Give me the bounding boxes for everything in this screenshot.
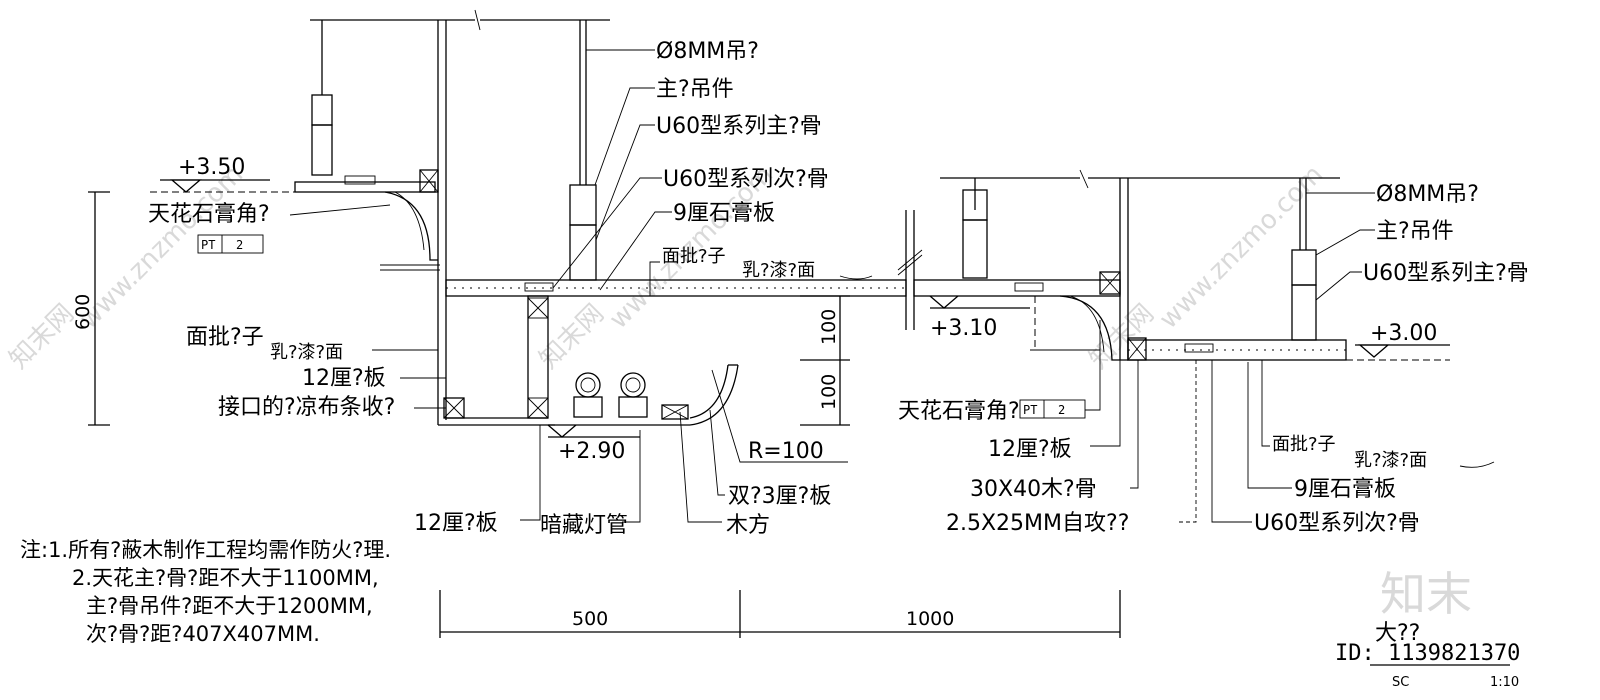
right-upper-board	[913, 279, 1121, 297]
center-main-keel	[569, 224, 597, 281]
right-pt-num: 2	[1058, 403, 1065, 417]
trough-curve-inner	[689, 364, 729, 419]
left-hanger-clip	[311, 94, 333, 126]
watermark-brand: 知末	[1380, 567, 1472, 621]
title-code: SC	[1392, 675, 1409, 690]
left-wood-block	[419, 169, 439, 193]
left-pt-num: 2	[236, 238, 243, 252]
right-finish-label-1: 面批?子	[1272, 434, 1336, 455]
center-finish-label-1: 面批?子	[662, 246, 726, 267]
right-cornice-label: 天花石膏角?	[898, 399, 1020, 424]
right-cornice	[1059, 295, 1128, 361]
right-hanger-clip-2	[1291, 249, 1317, 286]
trough-wood-block	[661, 404, 689, 420]
right-main-keel-label: U60型系列主?骨	[1363, 261, 1529, 286]
dim-600-text: 600	[72, 294, 94, 330]
left-ceiling-board	[294, 181, 436, 193]
center-rod-label: Ø8MM吊?	[656, 39, 759, 64]
right-sub-keel-label: U60型系列次?骨	[1254, 511, 1420, 536]
center-level-mark-low: +2.90	[558, 439, 625, 464]
center-wood-label: 木方	[726, 513, 770, 538]
left-finish-label-1: 面批?子	[186, 325, 264, 350]
left-cornice	[384, 191, 438, 261]
right-board-label: 12厘?板	[988, 437, 1072, 462]
center-hanger-clip	[569, 184, 597, 226]
bottom-dim-left: 500	[572, 608, 608, 630]
right-level-triangle	[1358, 344, 1390, 358]
dim-100-lower: 100	[818, 374, 840, 410]
note-line-1: 注:1.所有?蔽木制作工程均需作防火?理.	[20, 538, 391, 562]
light-fixture-1	[573, 372, 603, 418]
right-detail: +3.10 +3.00 Ø8MM吊? 主?吊件 U60型系列主?骨 天花石膏角?…	[898, 169, 1529, 536]
note-line-2: 2.天花主?骨?距不大于1100MM,	[72, 566, 379, 590]
watermark-site-text-3: www.znzmo.com	[1154, 160, 1329, 335]
left-joint-label: 接口的?凉布条收?	[218, 395, 395, 420]
note-line-3: 主?骨吊件?距不大于1200MM,	[86, 594, 373, 618]
right-level-mark: +3.00	[1370, 321, 1437, 346]
bottom-dimensions: 500 1000	[439, 590, 1121, 638]
right-pt-tag	[1019, 399, 1086, 419]
center-light-label: 暗藏灯管	[540, 513, 628, 538]
right-pt-code: PT	[1023, 403, 1037, 417]
center-hanger-label: 主?吊件	[656, 77, 734, 102]
center-sub-keel-label: U60型系列次?骨	[663, 167, 829, 192]
right-sub-keel-1	[1014, 282, 1044, 292]
center-radius-label: R=100	[748, 439, 824, 464]
right-main-keel-2	[1291, 284, 1317, 341]
title-block: 知末 大?? ID: 1139821370 SC 1:10	[1335, 567, 1520, 690]
left-level-mark: +3.50	[178, 155, 245, 180]
center-detail: +2.90 100 100 Ø8MM吊? 主?吊件 U60型系列主?骨 U60型…	[414, 20, 923, 538]
note-line-4: 次?骨?距?407X407MM.	[86, 622, 320, 646]
left-board-label: 12厘?板	[302, 366, 386, 391]
watermark-id: ID: 1139821370	[1335, 641, 1520, 666]
center-sub-keel-1	[524, 282, 554, 292]
center-level-triangle	[547, 424, 577, 438]
light-fixture-2	[618, 372, 648, 418]
watermark-site-text-1: www.znzmo.com	[74, 160, 249, 335]
left-detail: +3.50 天花石膏角? PT 2 600 面批?子 乳?漆?面 12厘?板 接…	[72, 9, 610, 426]
trough-curve-outer	[689, 364, 739, 426]
right-gypsum-label: 9厘石膏板	[1294, 477, 1396, 502]
right-sub-keel-2	[1184, 343, 1214, 353]
title-text: 大??	[1375, 621, 1420, 646]
left-main-keel	[311, 124, 333, 176]
watermark-net-text-2: 知末网	[534, 299, 610, 375]
center-double-board-label: 双?3厘?板	[728, 484, 831, 509]
right-level-mark-mid: +3.10	[930, 316, 997, 341]
left-pt-tag	[197, 234, 264, 254]
right-rod-label: Ø8MM吊?	[1376, 182, 1479, 207]
left-sub-keel	[344, 175, 376, 185]
bottom-dim-right: 1000	[906, 608, 954, 630]
left-cornice-label: 天花石膏角?	[148, 202, 270, 227]
left-pt-code: PT	[201, 238, 215, 252]
dim-100-upper: 100	[818, 309, 840, 345]
right-upper-wood-block	[1099, 271, 1121, 295]
break-mark	[474, 9, 481, 31]
right-main-keel-1	[962, 219, 988, 279]
right-level-triangle-mid	[929, 295, 959, 309]
right-lower-wood-block	[1127, 337, 1147, 361]
notes-block: 注:1.所有?蔽木制作工程均需作防火?理. 2.天花主?骨?距不大于1100MM…	[20, 538, 391, 646]
right-batten-label: 30X40木?骨	[970, 477, 1097, 502]
right-hanger-label: 主?吊件	[1376, 219, 1454, 244]
title-scale: 1:10	[1490, 675, 1519, 690]
right-screw-label: 2.5X25MM自攻??	[946, 511, 1129, 536]
right-finish-label-2: 乳?漆?面	[1354, 450, 1427, 471]
center-gypsum-label: 9厘石膏板	[673, 201, 775, 226]
center-main-keel-label: U60型系列主?骨	[656, 114, 822, 139]
left-finish-label-2: 乳?漆?面	[270, 342, 343, 363]
center-finish-label-2: 乳?漆?面	[742, 260, 815, 281]
left-level-triangle	[170, 179, 202, 193]
center-board-label: 12厘?板	[414, 511, 498, 536]
watermark-net-text-1: 知末网	[4, 299, 80, 375]
